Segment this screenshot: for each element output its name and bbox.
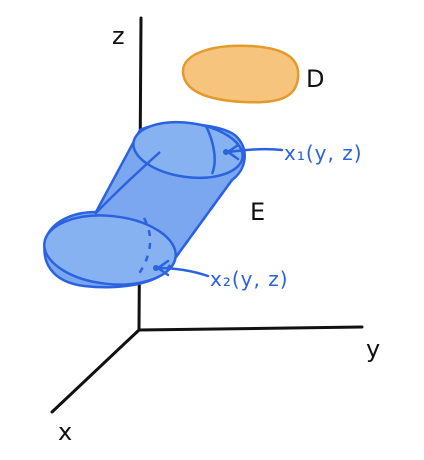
- solid-e-seam-bottom: [134, 217, 152, 279]
- x-axis-line: [50, 328, 141, 414]
- solid-e: [43, 120, 246, 289]
- solid-e-seam-top: [204, 125, 216, 175]
- arrowhead-front-surface: [226, 143, 240, 161]
- arrowhead-back-surface: [156, 259, 170, 277]
- solid-e-seam-middle: [94, 151, 161, 215]
- x-axis-label: x: [58, 418, 72, 446]
- arrow-front-surface: [226, 147, 284, 154]
- surface-front-label: x₁(y, z): [284, 141, 363, 165]
- y-axis-label: y: [366, 335, 380, 363]
- solid-e-label: E: [250, 198, 265, 226]
- surface-front-point: [223, 149, 229, 155]
- solid-e-hidden-edge: [166, 179, 234, 269]
- surface-back-point: [153, 265, 159, 271]
- y-axis-line: [137, 325, 364, 332]
- surface-back-label: x₂(y, z): [210, 267, 289, 291]
- arrow-back-surface: [156, 266, 210, 278]
- region-d-label: D: [306, 65, 324, 93]
- z-axis-label: z: [112, 22, 125, 50]
- region-d-shape: [181, 44, 300, 104]
- annotation-arrows: [156, 143, 284, 278]
